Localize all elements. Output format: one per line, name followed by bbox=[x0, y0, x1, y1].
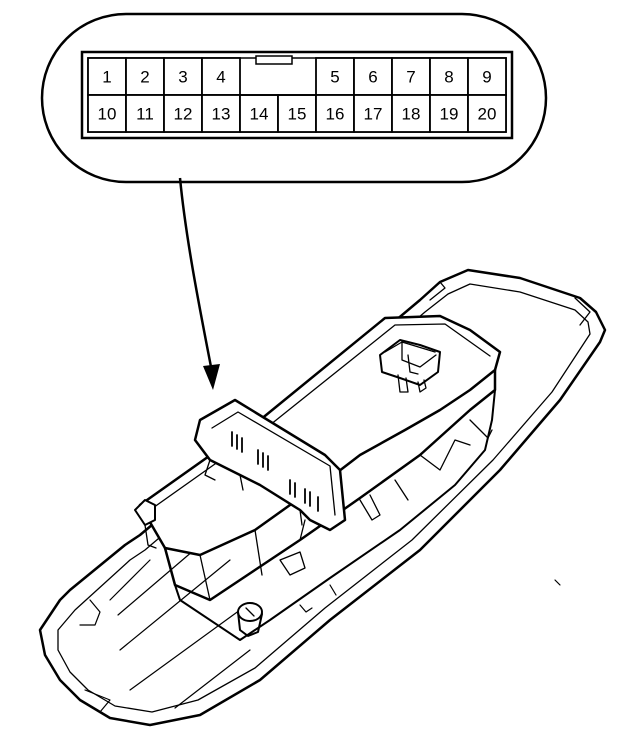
pin-cell bbox=[315, 57, 355, 96]
pin-cell bbox=[467, 57, 507, 96]
pin-label: 8 bbox=[444, 68, 453, 87]
pin-label: 11 bbox=[136, 105, 154, 124]
pin-label: 19 bbox=[440, 105, 459, 124]
pin-cell bbox=[201, 57, 241, 96]
pin-label: 12 bbox=[174, 105, 193, 124]
switch-assembly bbox=[38, 268, 607, 727]
pin-label: 13 bbox=[212, 105, 231, 124]
screw-boss-left bbox=[134, 499, 157, 549]
pin-label: 5 bbox=[330, 68, 339, 87]
pin-label: 7 bbox=[406, 68, 415, 87]
pin-label: 1 bbox=[102, 68, 111, 87]
pin-label: 4 bbox=[216, 68, 225, 87]
pin-label: 15 bbox=[288, 105, 307, 124]
pin-cell bbox=[87, 94, 127, 133]
pin-cell bbox=[239, 94, 279, 133]
leader-arrow bbox=[178, 177, 220, 390]
pin-label: 3 bbox=[178, 68, 187, 87]
pin-cell bbox=[163, 94, 203, 133]
pin-label: 10 bbox=[98, 105, 117, 124]
pin-label: 2 bbox=[140, 68, 149, 87]
screw-boss-front bbox=[237, 602, 263, 637]
pin-cell bbox=[201, 94, 241, 133]
pin-label: 16 bbox=[326, 105, 345, 124]
pin-label: 14 bbox=[250, 105, 269, 124]
pin-label: 6 bbox=[368, 68, 377, 87]
connector-lock-tab bbox=[255, 55, 293, 65]
pin-cell bbox=[315, 94, 355, 133]
pin-label: 18 bbox=[402, 105, 421, 124]
pin-label: 17 bbox=[364, 105, 383, 124]
pin-label: 20 bbox=[478, 105, 497, 124]
pin-cell bbox=[467, 94, 507, 133]
pin-label: 9 bbox=[482, 68, 491, 87]
